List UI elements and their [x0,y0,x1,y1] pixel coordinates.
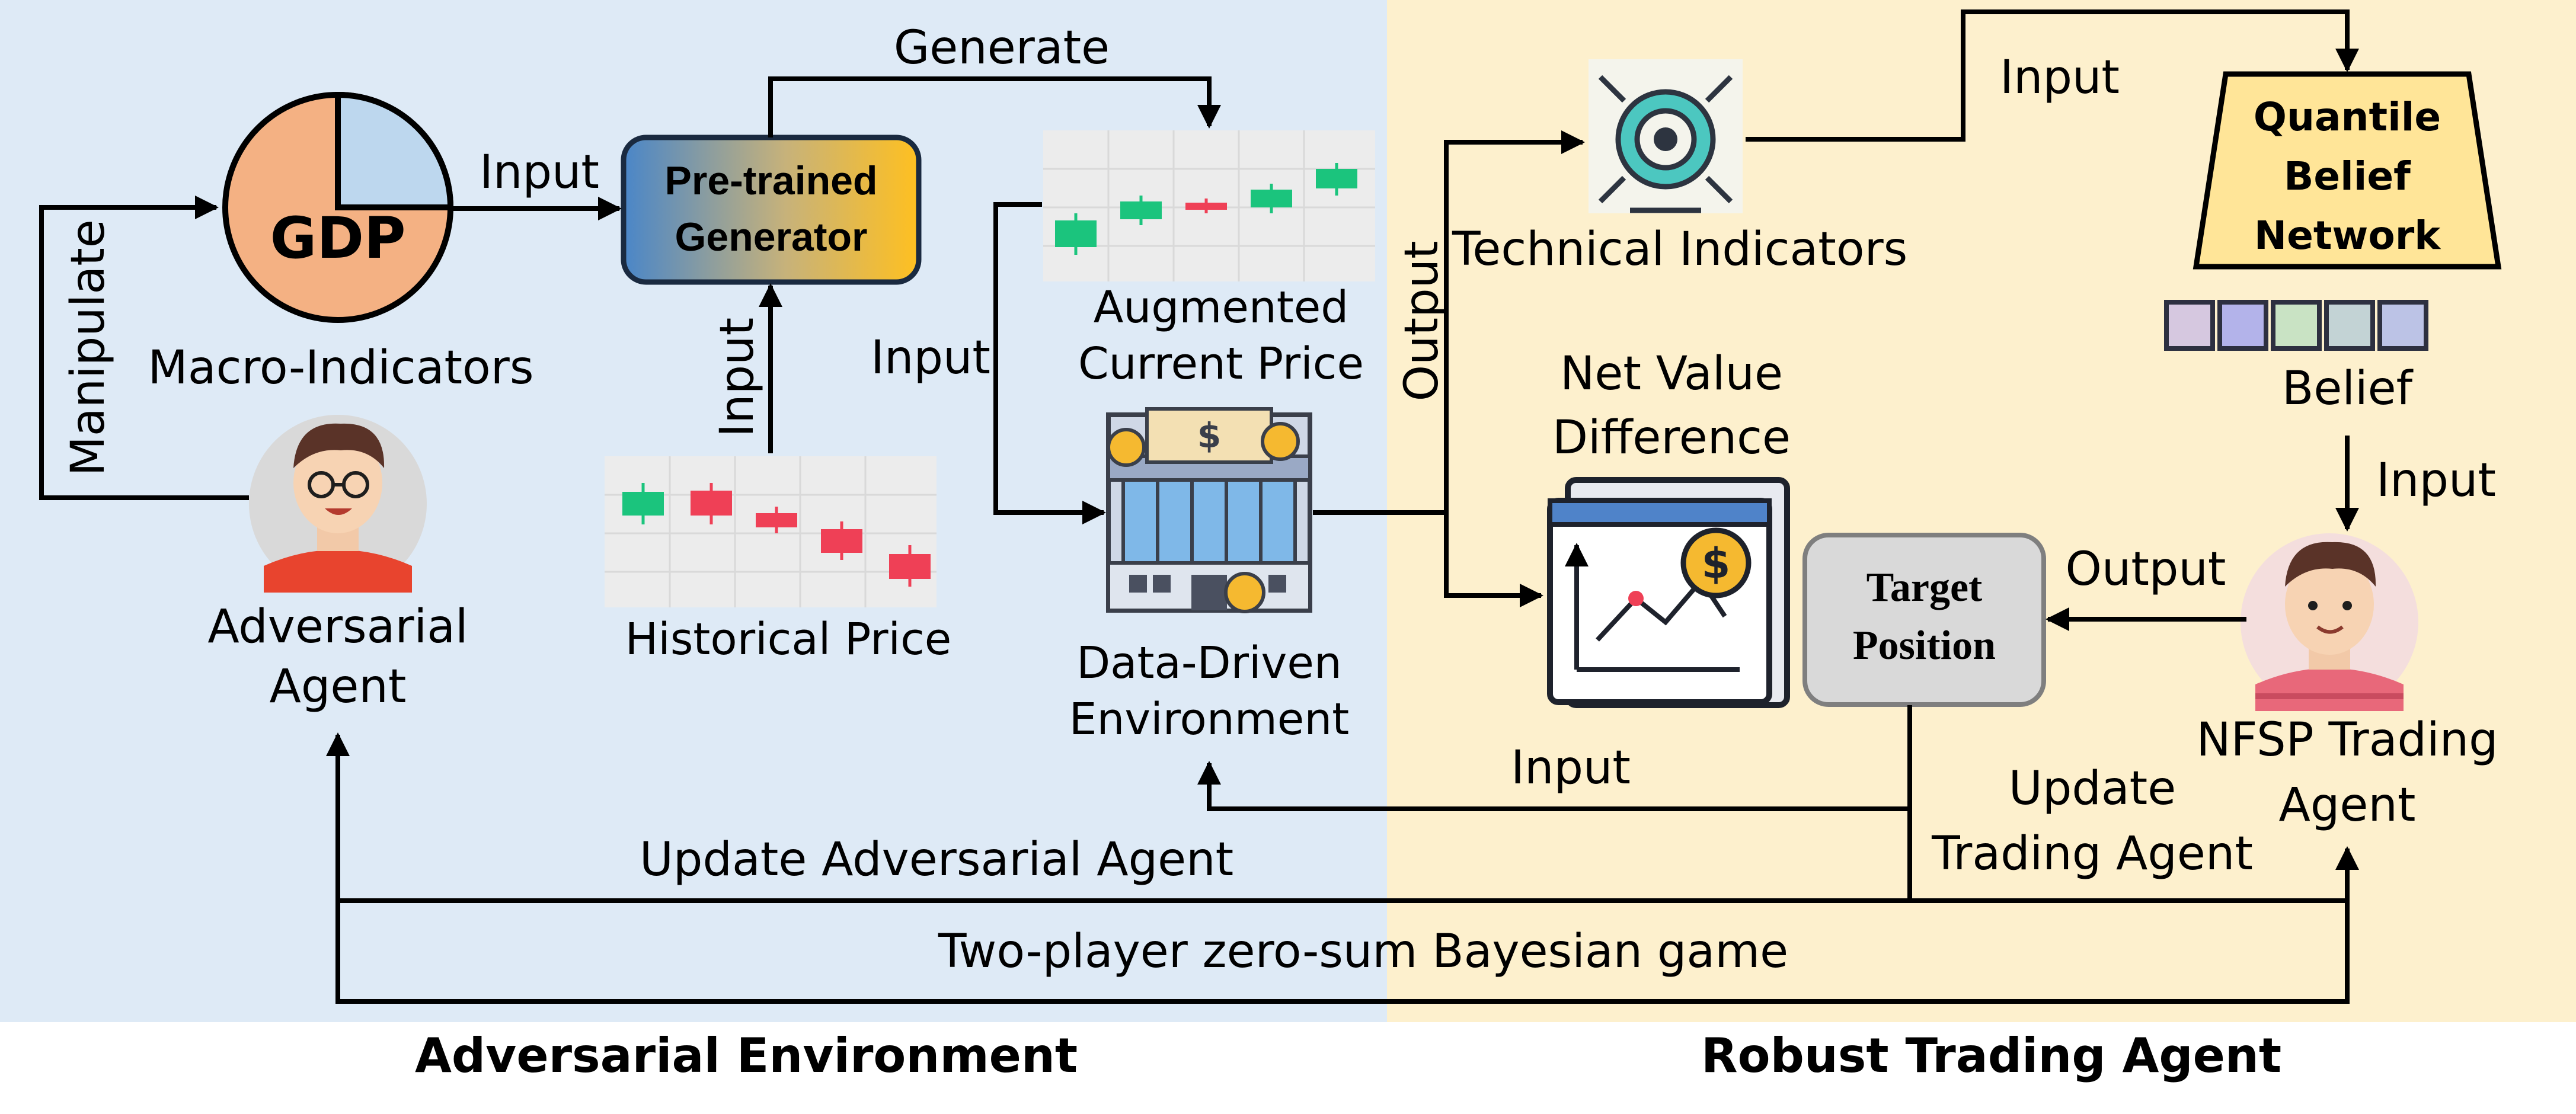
left-panel-title: Adversarial Environment [415,1028,1078,1083]
environment-building-icon: $ [1106,407,1312,613]
svg-text:$: $ [1197,415,1221,456]
input-hist-generator-label: Input [711,317,765,437]
generate-label: Generate [893,21,1110,75]
qbn-trapezoid [2193,71,2502,270]
adversarial-agent-avatar [249,415,427,593]
nfsp-agent-avatar [2241,533,2418,711]
augmented-price-chart [1043,130,1375,281]
output-nfsp-target-label: Output [2065,543,2226,596]
environment-label-1: Data-Driven [1076,638,1342,689]
input-env-label: Input [871,331,990,385]
belief-label: Belief [2281,362,2413,415]
edge-target-env [1197,705,1912,811]
connectors [39,9,2359,1004]
input-target-env-label: Input [1511,741,1631,795]
belief-square [2377,300,2428,351]
augmented-label-1: Augmented [1093,282,1349,333]
belief-vector [2164,300,2428,351]
belief-square [2217,300,2268,351]
adversarial-agent-label-1: Adversarial [207,600,468,654]
technical-indicators-label: Technical Indicators [1452,223,1908,276]
input-belief-nfsp-label: Input [2376,454,2496,507]
target-position-label-2: Position [1852,623,1996,668]
target-position-label-1: Target [1866,565,1983,610]
historical-price-label: Historical Price [625,614,952,665]
historical-candles [622,483,931,587]
edge-generate [768,76,1221,137]
target-position-box [1802,533,2046,707]
gdp-pie-icon [222,91,454,323]
qbn-label-3: Network [2254,213,2441,258]
net-value-chart-icon: $ [1547,477,1790,708]
gdp-label: GDP [270,205,406,271]
edge-augmented-env [993,202,1106,524]
belief-square [2164,300,2215,351]
belief-square [2271,300,2322,351]
edge-manipulate [39,196,249,500]
technical-indicators-gear-icon [1589,59,1743,213]
right-panel-title: Robust Trading Agent [1701,1028,2282,1083]
svg-text:$: $ [1702,539,1731,588]
edge-game-left [335,901,2350,1004]
edge-tech-qbn [1746,9,2359,142]
adversarial-agent-label-2: Agent [269,660,407,713]
net-value-label-2: Difference [1552,411,1791,465]
generator-label-2: Generator [675,215,868,260]
generator-label-1: Pre-trained [664,158,878,203]
qbn-label-2: Belief [2284,153,2411,199]
input-tech-qbn-label: Input [2000,51,2120,104]
game-label: Two-player zero-sum Bayesian game [938,925,1789,978]
augmented-candles [1055,163,1357,255]
update-trading-label-2: Trading Agent [1932,827,2253,881]
edge-output-tech [1444,130,1585,513]
update-trading-label-1: Update [2008,762,2177,815]
manipulate-label: Manipulate [62,219,116,476]
augmented-label-2: Current Price [1078,338,1364,389]
qbn-label-1: Quantile [2253,94,2441,140]
edge-output-netvalue [1444,513,1543,607]
nfsp-agent-label-2: Agent [2278,779,2416,832]
environment-label-2: Environment [1069,694,1350,745]
output-env-label: Output [1395,241,1449,402]
net-value-label-1: Net Value [1560,347,1783,401]
nfsp-agent-label-1: NFSP Trading [2196,713,2498,767]
historical-price-chart [605,456,937,607]
input-gdp-generator-label: Input [480,146,599,199]
belief-square [2324,300,2375,351]
update-adversarial-label: Update Adversarial Agent [639,833,1234,886]
macro-indicators-label: Macro-Indicators [148,341,534,395]
